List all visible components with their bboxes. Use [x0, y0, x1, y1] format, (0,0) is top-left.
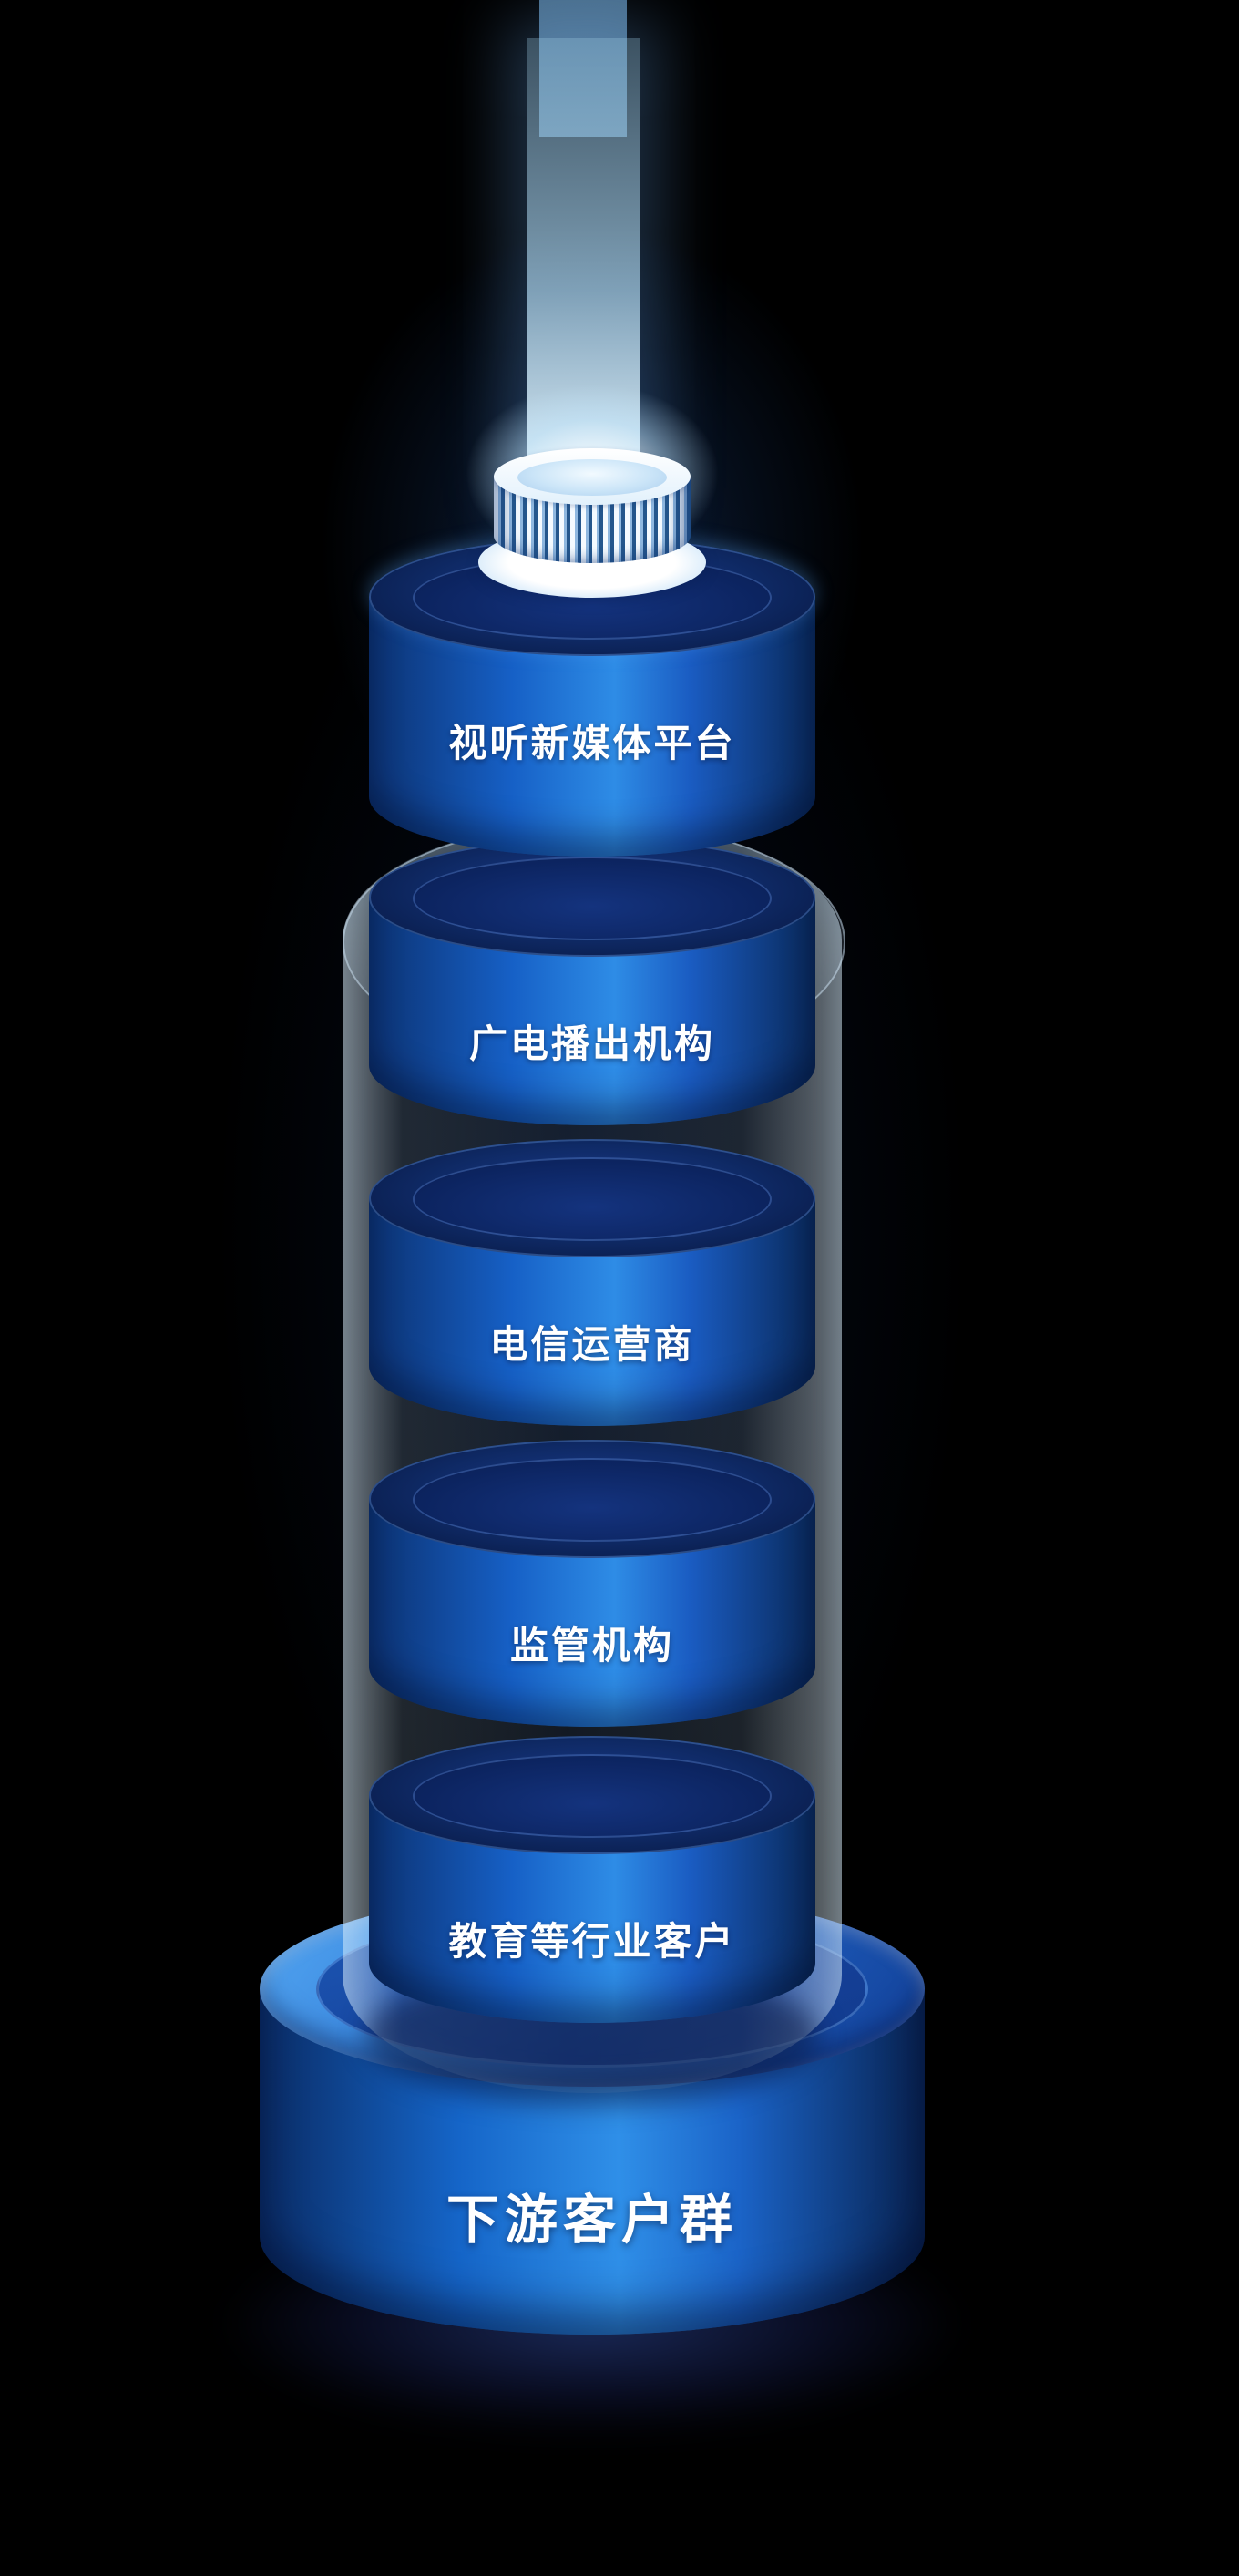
funnel-layer-2: 广电播出机构 — [369, 838, 815, 1125]
funnel-layer-1: 视听新媒体平台 — [369, 538, 815, 857]
layer-label: 教育等行业客户 — [448, 1920, 736, 1963]
layer-label: 电信运营商 — [489, 1323, 695, 1366]
layer-top-inner-ellipse — [413, 1458, 772, 1542]
layer-top-inner-ellipse — [413, 1754, 772, 1838]
funnel-layer-5: 教育等行业客户 — [369, 1736, 815, 2023]
funnel-layer-3: 电信运营商 — [369, 1139, 815, 1426]
base-label: 下游客户群 — [445, 2191, 738, 2250]
layer-top-inner-ellipse — [413, 857, 772, 940]
layer-label: 视听新媒体平台 — [448, 722, 736, 765]
layer-top-inner-ellipse — [413, 1157, 772, 1241]
layer-label: 监管机构 — [509, 1624, 674, 1667]
layer-label: 广电播出机构 — [468, 1022, 715, 1065]
cap-top-inner-ellipse — [517, 459, 667, 496]
funnel-layer-4: 监管机构 — [369, 1440, 815, 1727]
